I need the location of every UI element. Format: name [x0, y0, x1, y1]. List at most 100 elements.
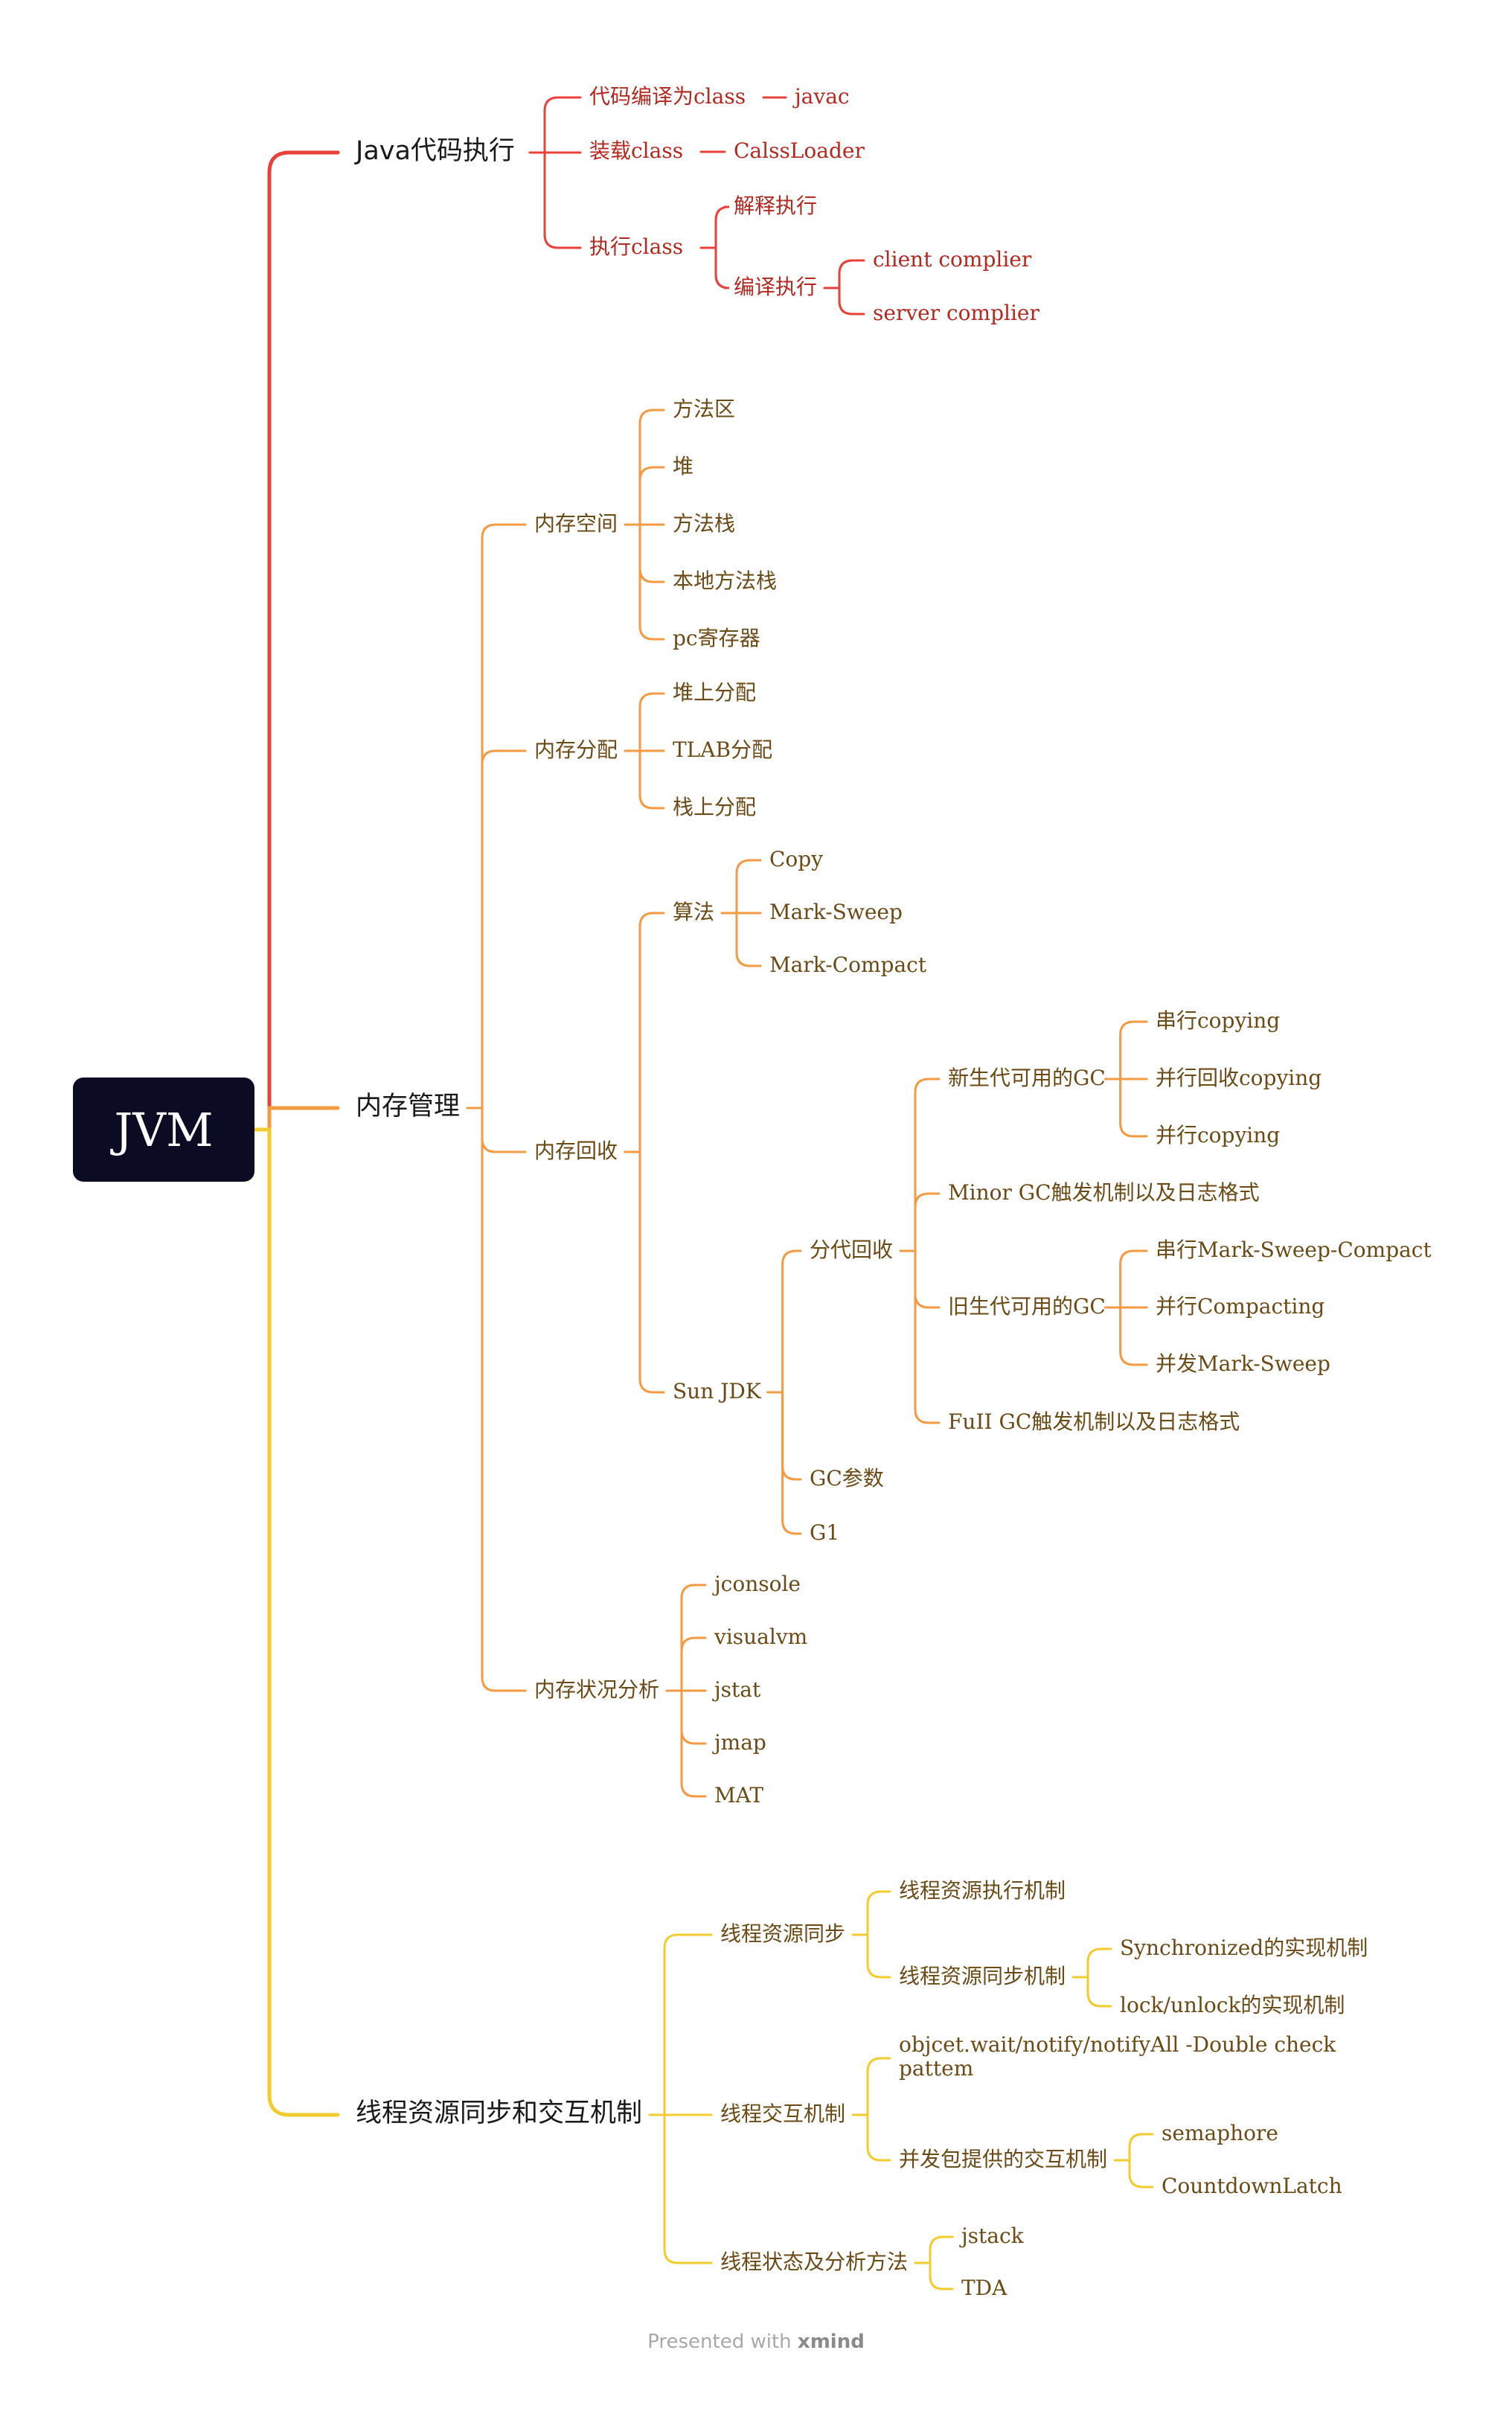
topic-label: objcet.wait/notify/notifyAll -Double che…: [899, 2032, 1336, 2057]
topic-label: jconsole: [714, 1571, 801, 1596]
topic-t1b2[interactable]: lock/unlock的实现机制: [1120, 1993, 1345, 2017]
connector-m3a1: [735, 859, 762, 915]
topic-m2[interactable]: 内存分配: [534, 737, 618, 762]
topic-m2c[interactable]: 栈上分配: [673, 795, 756, 819]
topic-g3b[interactable]: 并行Compacting: [1156, 1293, 1325, 1319]
topic-m3b[interactable]: Sun JDK: [673, 1379, 761, 1403]
topic-label: 新生代可用的GC: [948, 1065, 1106, 1090]
root-node[interactable]: JVM: [73, 1078, 254, 1182]
connector-t1: [663, 1933, 713, 2116]
topic-j3b[interactable]: 编译执行: [734, 275, 817, 299]
topic-label: 内存状况分析: [534, 1677, 660, 1702]
topic-m1a[interactable]: 方法区: [673, 397, 735, 421]
topic-j2[interactable]: 装载class: [589, 138, 683, 163]
topic-label: Mark-Compact: [769, 952, 927, 977]
connector-m1a: [638, 409, 665, 526]
topic-g1c[interactable]: 并行copying: [1156, 1123, 1280, 1147]
topic-t1b[interactable]: 线程资源同步机制: [899, 1964, 1066, 1988]
topic-g1[interactable]: 新生代可用的GC: [948, 1066, 1106, 1090]
topic-m4e[interactable]: MAT: [714, 1783, 763, 1808]
topic-j1[interactable]: 代码编译为class: [589, 84, 746, 109]
connector-j3b1: [838, 259, 865, 289]
topic-m3[interactable]: 内存回收: [534, 1139, 618, 1163]
topic-m3a2[interactable]: Mark-Sweep: [769, 900, 903, 924]
topic-label: semaphore: [1162, 2120, 1278, 2145]
connector-m1: [481, 523, 527, 1110]
connector-m3b3: [781, 1391, 802, 1535]
topic-m1b[interactable]: 堆: [673, 453, 694, 478]
topic-label: 方法栈: [673, 510, 736, 536]
topic-j3b1[interactable]: client complier: [873, 247, 1031, 272]
topic-j3a[interactable]: 解释执行: [734, 193, 817, 218]
topic-m3b3[interactable]: G1: [810, 1520, 839, 1545]
topic-mem[interactable]: 内存管理: [356, 1092, 460, 1121]
topic-m4d[interactable]: jmap: [714, 1730, 766, 1755]
footer-brand: xmind: [797, 2331, 865, 2353]
topic-m3b2[interactable]: GC参数: [810, 1465, 884, 1491]
root-label: JVM: [114, 1102, 214, 1157]
topic-m1e[interactable]: pc寄存器: [673, 626, 760, 650]
topic-t1[interactable]: 线程资源同步: [720, 1921, 845, 1946]
topic-j3[interactable]: 执行class: [589, 234, 683, 259]
topic-label: 栈上分配: [673, 794, 757, 819]
topic-label: 内存管理: [356, 1092, 461, 1122]
topic-label: TDA: [961, 2275, 1008, 2300]
topic-g2[interactable]: Minor GC触发机制以及日志格式: [948, 1180, 1260, 1205]
topic-m4a[interactable]: jconsole: [714, 1572, 801, 1596]
topic-t3b[interactable]: TDA: [961, 2276, 1007, 2300]
topic-label: 堆: [673, 453, 694, 478]
topic-m4c[interactable]: jstat: [714, 1677, 760, 1702]
topic-t3[interactable]: 线程状态及分析方法: [720, 2250, 908, 2274]
topic-label: GC参数: [810, 1465, 884, 1491]
connector-t3: [663, 2113, 713, 2264]
topic-t2b1[interactable]: semaphore: [1162, 2120, 1278, 2145]
topic-g1b[interactable]: 并行回收copying: [1156, 1066, 1322, 1090]
topic-t2b2[interactable]: CountdownLatch: [1162, 2174, 1342, 2198]
branch-thr: [252, 1127, 340, 2117]
topic-label: 方法区: [673, 396, 736, 421]
topic-m4[interactable]: 内存状况分析: [534, 1677, 660, 1702]
topic-g3[interactable]: 旧生代可用的GC: [948, 1294, 1106, 1319]
topic-g3c[interactable]: 并发Mark-Sweep: [1156, 1351, 1330, 1376]
topic-m3b1[interactable]: 分代回收: [810, 1238, 893, 1262]
connector-m4d: [680, 1689, 707, 1745]
topic-m1c[interactable]: 方法栈: [673, 510, 736, 536]
topic-m1[interactable]: 内存空间: [534, 510, 618, 536]
topic-j3b2[interactable]: server complier: [873, 301, 1040, 325]
connector-t3a: [929, 2235, 954, 2264]
connector-t2a: [866, 2057, 891, 2116]
topic-j2a[interactable]: CalssLoader: [734, 138, 865, 163]
topic-m2a[interactable]: 堆上分配: [673, 679, 757, 705]
topic-m2b[interactable]: TLAB分配: [673, 737, 772, 762]
topic-label: server complier: [873, 300, 1040, 325]
topic-t1a[interactable]: 线程资源执行机制: [899, 1878, 1066, 1903]
topic-t2a[interactable]: objcet.wait/notify/notifyAll -Double che…: [899, 2033, 1336, 2081]
topic-label: 并行Compacting: [1156, 1293, 1325, 1319]
topic-t1b1[interactable]: Synchronized的实现机制: [1120, 1936, 1368, 1960]
topic-g3a[interactable]: 串行Mark-Sweep-Compact: [1156, 1238, 1432, 1262]
topic-thr[interactable]: 线程资源同步和交互机制: [356, 2098, 642, 2128]
topic-label-continued: pattem: [899, 2056, 974, 2081]
topic-m3a3[interactable]: Mark-Compact: [769, 953, 926, 977]
topic-t3a[interactable]: jstack: [961, 2223, 1024, 2248]
topic-t2b[interactable]: 并发包提供的交互机制: [899, 2147, 1107, 2171]
topic-t2[interactable]: 线程交互机制: [720, 2101, 845, 2126]
connector-t2b1: [1128, 2133, 1154, 2162]
topic-j1a[interactable]: javac: [795, 84, 850, 109]
topic-label: 内存空间: [534, 510, 618, 536]
topic-m3a[interactable]: 算法: [673, 900, 714, 924]
connector-m4a: [680, 1584, 707, 1692]
topic-g1a[interactable]: 串行copying: [1156, 1008, 1280, 1033]
topic-m1d[interactable]: 本地方法栈: [673, 569, 777, 593]
topic-m3a1[interactable]: Copy: [769, 847, 823, 871]
topic-label: visualvm: [714, 1624, 808, 1649]
connector-g3: [914, 1249, 941, 1309]
connector-m3: [481, 1107, 527, 1153]
topic-label: 堆上分配: [673, 679, 757, 705]
topic-java[interactable]: Java代码执行: [356, 136, 515, 166]
topic-m4b[interactable]: visualvm: [714, 1624, 808, 1649]
connector-j3b: [714, 246, 730, 289]
connector-g3a: [1119, 1249, 1148, 1309]
topic-g4[interactable]: FuII GC触发机制以及日志格式: [948, 1409, 1240, 1434]
